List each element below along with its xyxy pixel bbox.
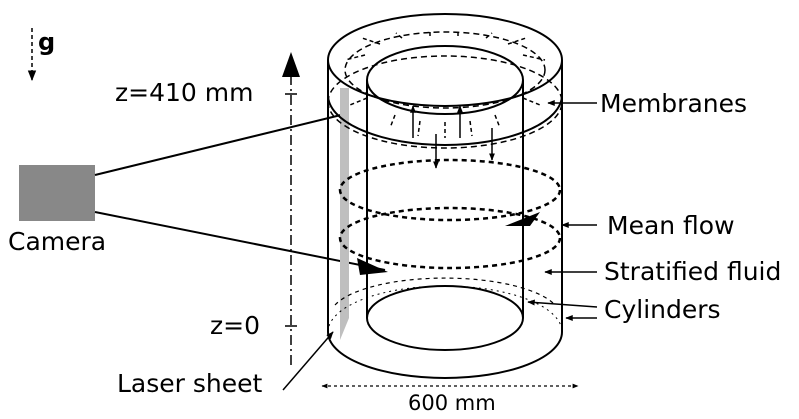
gravity-indicator: g xyxy=(27,28,55,82)
flow-loop-upper xyxy=(338,158,562,222)
stratified-fluid-surface xyxy=(334,277,556,306)
laser-sheet-label: Laser sheet xyxy=(117,369,263,398)
camera-view-line-bottom xyxy=(94,211,386,271)
cylinders-label: Cylinders xyxy=(604,295,721,324)
z-axis-arrowhead xyxy=(282,52,300,77)
membranes-label: Membranes xyxy=(600,89,747,118)
z-axis: z=410 mm z=0 xyxy=(115,52,300,365)
inner-bottom-rim xyxy=(366,285,524,351)
gravity-label: g xyxy=(38,28,55,56)
flow-loop-lower xyxy=(338,206,562,270)
laser-sheet xyxy=(340,88,349,340)
outer-top-rim xyxy=(327,13,563,107)
membrane-radial-ticks xyxy=(344,30,546,138)
stratified-fluid-label: Stratified fluid xyxy=(604,257,781,286)
camera: Camera xyxy=(8,113,388,275)
camera-view-line-top xyxy=(94,113,346,176)
laser-sheet-callout xyxy=(282,331,334,391)
membrane-mid-ring xyxy=(344,31,546,109)
membrane-lower-back xyxy=(327,55,563,103)
cylinders-callout-inner xyxy=(527,299,598,308)
mean-flow-loops xyxy=(338,158,562,270)
camera-label: Camera xyxy=(8,227,106,256)
outer-cylinder xyxy=(327,13,563,379)
outer-bottom-rim-back xyxy=(327,285,563,333)
mean-flow-arrowhead xyxy=(505,212,540,226)
diameter-label: 600 mm xyxy=(408,391,496,414)
membrane-arrows xyxy=(410,105,495,169)
camera-view-arrowhead xyxy=(357,258,388,275)
membrane-ring-front xyxy=(327,94,563,146)
membrane-lower-front xyxy=(327,101,563,149)
callouts xyxy=(282,100,598,391)
membrane-zone xyxy=(327,30,563,149)
z-bottom-label: z=0 xyxy=(210,311,260,340)
inner-cylinder xyxy=(366,45,524,351)
z-top-label: z=410 mm xyxy=(115,78,253,107)
outer-bottom-rim xyxy=(327,331,563,379)
camera-body xyxy=(19,165,95,221)
diameter-dimension: 600 mm xyxy=(321,383,579,415)
mean-flow-label: Mean flow xyxy=(607,211,735,240)
